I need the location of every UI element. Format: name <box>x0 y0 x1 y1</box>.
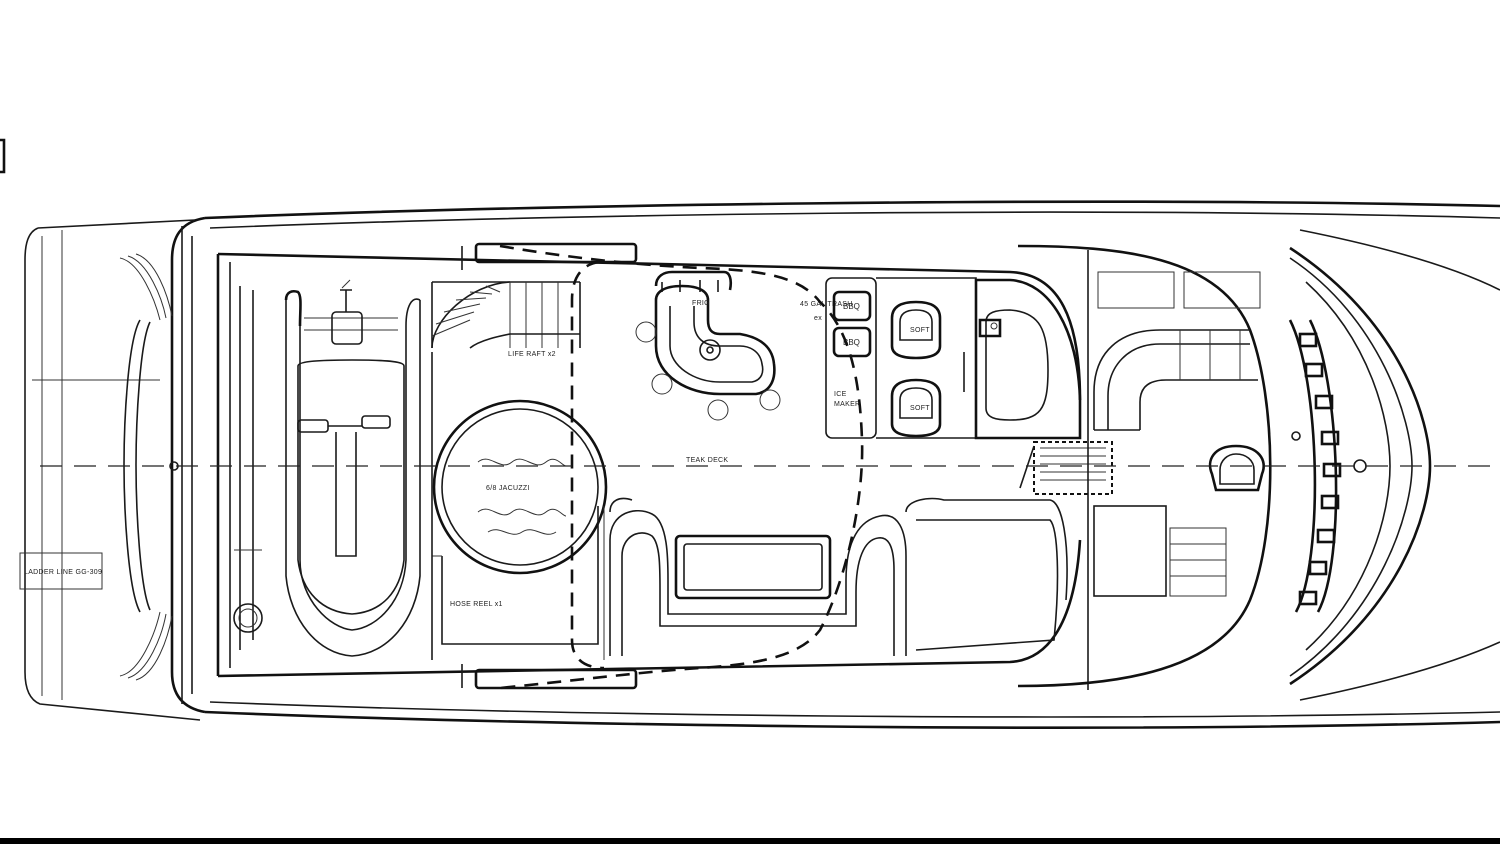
helm-console <box>1288 246 1432 686</box>
trash-suffix-label: ex <box>814 315 822 322</box>
ice-maker-label-1: ICE <box>834 391 847 398</box>
bbq-cabinet: BBQ BBQ ICE MAKER <box>825 277 977 439</box>
ice-maker-label-2: MAKER <box>834 401 860 408</box>
centerline: TEAK DECK <box>40 457 1500 471</box>
seat-label-1: SOFT <box>910 327 930 334</box>
seat-label-2: SOFT <box>910 405 930 412</box>
radar-arch <box>963 278 1082 440</box>
ladder-line-callout: LADDER LINE GG-309 <box>19 552 103 590</box>
teak-deck-label: TEAK DECK <box>686 457 728 464</box>
lounge-seats: SOFT SOFT <box>890 300 942 438</box>
hatch <box>1019 441 1113 495</box>
jacuzzi-label: 6/8 JACUZZI <box>486 485 530 492</box>
bow <box>1299 229 1500 701</box>
bottom-border <box>0 838 1500 844</box>
bar-counter: FRIG 45 GAL TRASH ex <box>635 270 852 421</box>
edge-mark <box>0 138 6 174</box>
spiral-stair: LIFE RAFT x2 <box>431 281 581 358</box>
life-rafts <box>461 242 638 690</box>
frig-label: FRIG <box>692 300 710 307</box>
bbq-label-1: BBQ <box>843 302 860 311</box>
deck-boundary <box>216 252 1082 678</box>
hose-reel-area: HOSE REEL x1 <box>431 352 599 660</box>
life-raft-label: LIFE RAFT x2 <box>508 351 556 358</box>
hose-reel-label: HOSE REEL x1 <box>450 601 503 608</box>
hull-outline <box>170 200 1500 729</box>
jacuzzi: 6/8 JACUZZI <box>432 399 608 575</box>
ladder-line-label: LADDER LINE GG-309 <box>24 569 102 576</box>
swim-platform <box>24 219 201 721</box>
forward-lounge <box>1017 244 1272 690</box>
bbq-label-2: BBQ <box>843 338 860 347</box>
tender-jet-ski <box>233 279 421 657</box>
hardtop-overhang <box>499 244 864 690</box>
settee <box>603 497 1068 660</box>
